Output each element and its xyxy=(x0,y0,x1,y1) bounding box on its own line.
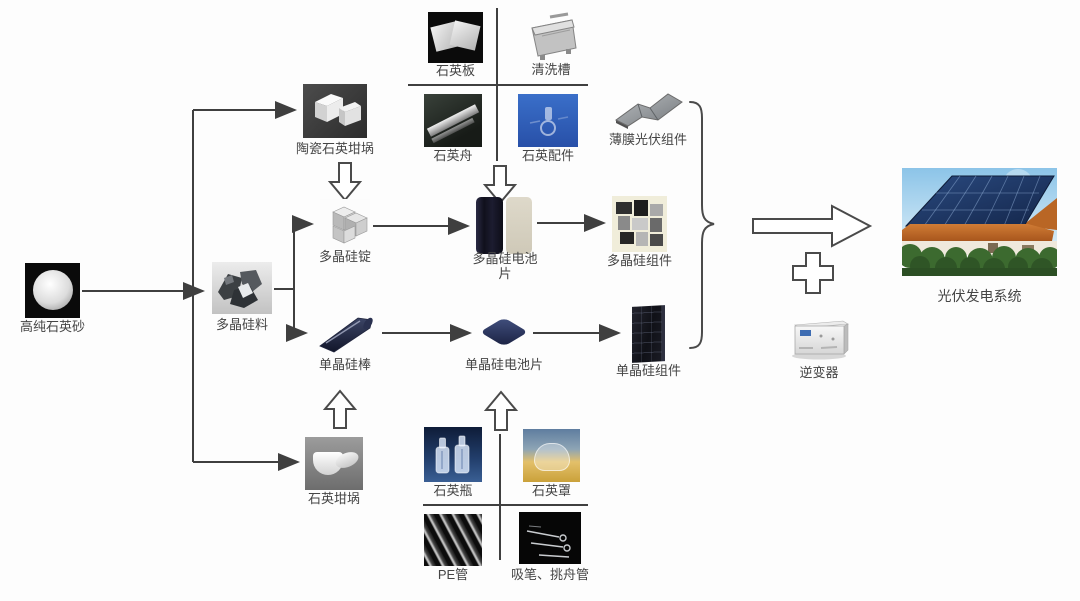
node-poly-material: 多晶硅料 xyxy=(212,262,272,332)
wafer-diamond-icon xyxy=(479,317,529,347)
poly-cell-label: 多晶硅电池片 xyxy=(472,251,538,281)
cleaning-tank-image xyxy=(522,8,580,62)
ceramic-crucible-label: 陶瓷石英坩埚 xyxy=(295,141,375,156)
quartz-fittings-label: 石英配件 xyxy=(521,148,575,163)
mono-cell-image xyxy=(478,313,530,355)
mono-rod-label: 单晶硅棒 xyxy=(318,357,372,372)
quartz-fittings-image xyxy=(518,94,578,147)
poly-material-image xyxy=(212,262,272,314)
thin-film-icon xyxy=(615,93,683,129)
glass-dome-icon xyxy=(534,443,570,471)
quartz-sand-label: 高纯石英砂 xyxy=(19,319,86,334)
mono-cell-label: 单晶硅电池片 xyxy=(464,357,544,372)
quartz-plate-label: 石英板 xyxy=(435,63,476,78)
quartz-plate-image xyxy=(428,12,483,63)
pe-tube-label: PE管 xyxy=(437,567,469,582)
quartz-crucible-label: 石英坩埚 xyxy=(307,491,361,506)
silicon-chunks-icon xyxy=(218,270,262,308)
node-poly-cell: 多晶硅电池片 xyxy=(472,195,538,281)
node-quartz-boat: 石英舟 xyxy=(424,94,482,163)
up-arrow-crucible-to-monorod xyxy=(322,389,358,429)
down-arrow-tooling-to-polycell xyxy=(482,165,518,205)
mono-rod-image xyxy=(312,310,378,354)
pv-system-image xyxy=(902,168,1057,276)
poly-ingot-image xyxy=(320,199,370,249)
suction-pen-tube-image xyxy=(519,512,581,564)
node-mono-rod: 单晶硅棒 xyxy=(312,310,378,372)
sand-sphere-icon xyxy=(32,270,73,310)
node-quartz-fittings: 石英配件 xyxy=(518,94,578,163)
node-quartz-bottle: 石英瓶 xyxy=(424,427,482,498)
poly-material-label: 多晶硅料 xyxy=(215,317,269,332)
quartz-bottle-image xyxy=(424,427,482,482)
pv-system-label: 光伏发电系统 xyxy=(937,288,1022,304)
thin-film-module-label: 薄膜光伏组件 xyxy=(608,132,688,147)
mono-module-label: 单晶硅组件 xyxy=(615,363,682,378)
ceramic-crucible-image xyxy=(303,84,367,138)
bottles-icon xyxy=(435,435,470,474)
quartz-boat-image xyxy=(424,94,482,147)
dark-cell-icon xyxy=(476,196,503,254)
quartz-sand-image xyxy=(25,263,80,318)
thin-tools-icon xyxy=(526,525,571,558)
quartz-crucible-image xyxy=(305,437,363,490)
modules-group-brace xyxy=(689,101,715,349)
node-pv-system: 光伏发电系统 xyxy=(902,168,1057,304)
poly-module-label: 多晶硅组件 xyxy=(606,253,673,268)
node-suction-pen-tube: 吸笔、挑舟管 xyxy=(511,512,589,582)
poly-cell-image xyxy=(476,195,534,255)
pe-tube-image xyxy=(424,514,482,566)
node-mono-module: 单晶硅组件 xyxy=(616,305,681,378)
node-quartz-crucible: 石英坩埚 xyxy=(305,437,363,506)
poly-module-image xyxy=(612,196,667,252)
node-poly-ingot: 多晶硅锭 xyxy=(319,199,371,264)
crucible-bowl-icon xyxy=(313,452,343,475)
up-arrow-tooling-to-monocell xyxy=(483,390,519,431)
inverter-image xyxy=(787,312,851,362)
down-arrow-ceramic-to-ingot xyxy=(327,162,363,202)
node-quartz-plate: 石英板 xyxy=(428,12,483,78)
silicon-rod-icon xyxy=(319,317,373,353)
solar-house-icon xyxy=(902,168,1057,276)
node-ceramic-crucible: 陶瓷石英坩埚 xyxy=(296,84,374,156)
node-quartz-sand: 高纯石英砂 xyxy=(20,263,85,334)
thin-film-module-image xyxy=(612,90,684,132)
poly-ingot-label: 多晶硅锭 xyxy=(318,249,372,264)
quartz-bottle-label: 石英瓶 xyxy=(433,483,473,498)
quartz-boat-label: 石英舟 xyxy=(433,148,473,163)
node-mono-cell: 单晶硅电池片 xyxy=(465,313,543,372)
final-assembly-arrow xyxy=(752,204,873,248)
cleaning-tank-label: 清洗槽 xyxy=(531,62,571,77)
ingot-cubes-icon xyxy=(332,206,368,244)
inverter-label: 逆变器 xyxy=(799,365,839,380)
mono-module-image xyxy=(632,305,665,363)
mosaic-tiles-icon xyxy=(616,200,663,246)
node-pe-tube: PE管 xyxy=(424,514,482,582)
node-thin-film-module: 薄膜光伏组件 xyxy=(609,90,687,147)
quartz-cover-label: 石英罩 xyxy=(531,483,572,498)
beige-cell-icon xyxy=(506,196,532,254)
suction-pen-tube-label: 吸笔、挑舟管 xyxy=(510,567,590,582)
glass-fitting-icon xyxy=(529,107,569,136)
plus-icon xyxy=(792,252,834,294)
quartz-cover-image xyxy=(523,429,580,482)
inverter-box-icon xyxy=(792,320,849,360)
tank-icon xyxy=(531,12,577,60)
node-inverter: 逆变器 xyxy=(787,312,851,380)
white-blocks-icon xyxy=(315,94,361,126)
node-quartz-cover: 石英罩 xyxy=(523,429,580,498)
node-poly-module: 多晶硅组件 xyxy=(607,196,672,268)
node-cleaning-tank: 清洗槽 xyxy=(522,8,580,77)
